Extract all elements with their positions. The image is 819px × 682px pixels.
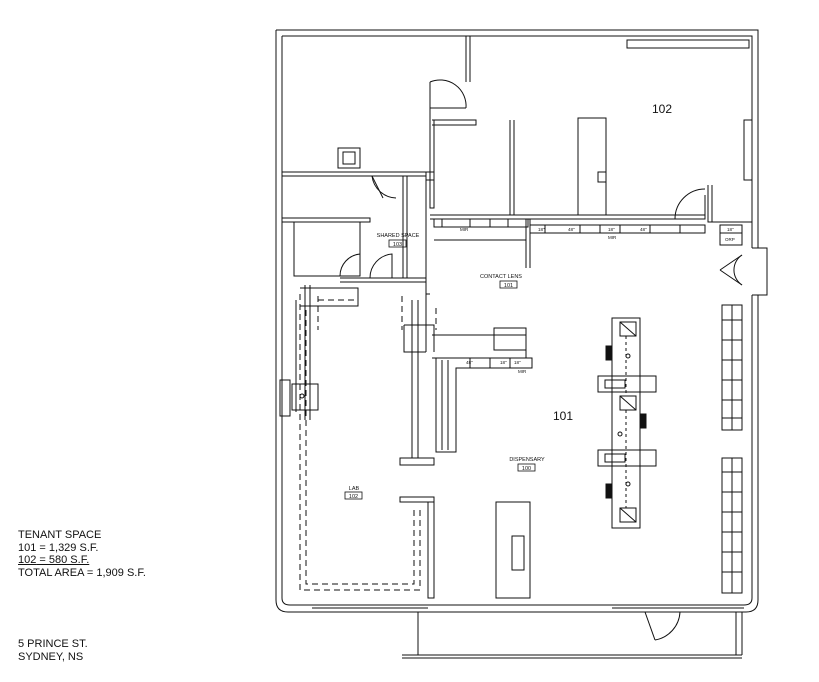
dim-label-18c: 18" <box>727 227 734 232</box>
area-summary: TENANT SPACE 101 = 1,329 S.F. 102 = 580 … <box>18 529 146 579</box>
shared-space-number: 103 <box>393 242 402 248</box>
lab-label: LAB <box>349 486 360 492</box>
counter-strip <box>433 218 743 286</box>
area-line-101: 101 = 1,329 S.F. <box>18 541 99 554</box>
contact-lens-number: 101 <box>504 283 513 289</box>
area-heading: TENANT SPACE <box>18 529 102 541</box>
fixture-labels: MIR MIR MIR ORP 18" 48" 18" 48" 18" 48" … <box>460 227 735 374</box>
room-number-102: 102 <box>652 102 672 116</box>
shared-space-label: SHARED SPACE <box>377 233 420 239</box>
dim-label-18d: 18" <box>500 360 507 365</box>
exterior-walls <box>275 29 768 613</box>
dispensary-number: 100 <box>522 466 531 472</box>
front-counter <box>495 501 531 599</box>
mir-label-a: MIR <box>460 227 469 232</box>
orp-label: ORP <box>725 237 735 242</box>
lab-dashed-casework <box>299 294 437 591</box>
dim-label-18e: 18" <box>514 360 521 365</box>
wall-shelving <box>721 304 743 594</box>
dim-label-48b: 48" <box>640 227 647 232</box>
interior-walls <box>282 36 752 295</box>
contact-lens-label: CONTACT LENS <box>480 274 522 280</box>
address-line-2: SYDNEY, NS <box>18 650 84 663</box>
dim-label-18b: 18" <box>608 227 615 232</box>
lab-walls <box>291 285 533 599</box>
dispensary-label: DISPENSARY <box>509 457 545 463</box>
mir-label-c: MIR <box>518 369 527 374</box>
lab-number: 102 <box>349 494 358 500</box>
room-labels: 102 101 SHARED SPACE 103 CONTACT LENS 10… <box>344 102 672 500</box>
address-line-1: 5 PRINCE ST. <box>18 638 88 650</box>
area-line-102: 102 = 580 S.F. <box>18 554 90 566</box>
area-total: TOTAL AREA = 1,909 S.F. <box>18 566 146 579</box>
mir-label-b: MIR <box>608 235 617 240</box>
dim-label-48a: 48" <box>568 227 575 232</box>
dim-label-18a: 18" <box>538 227 545 232</box>
room-number-101: 101 <box>553 409 573 423</box>
storefront-glazing <box>312 604 744 659</box>
site-address: 5 PRINCE ST. SYDNEY, NS <box>18 638 88 663</box>
display-island <box>597 317 657 529</box>
dim-label-48c: 48" <box>466 360 473 365</box>
